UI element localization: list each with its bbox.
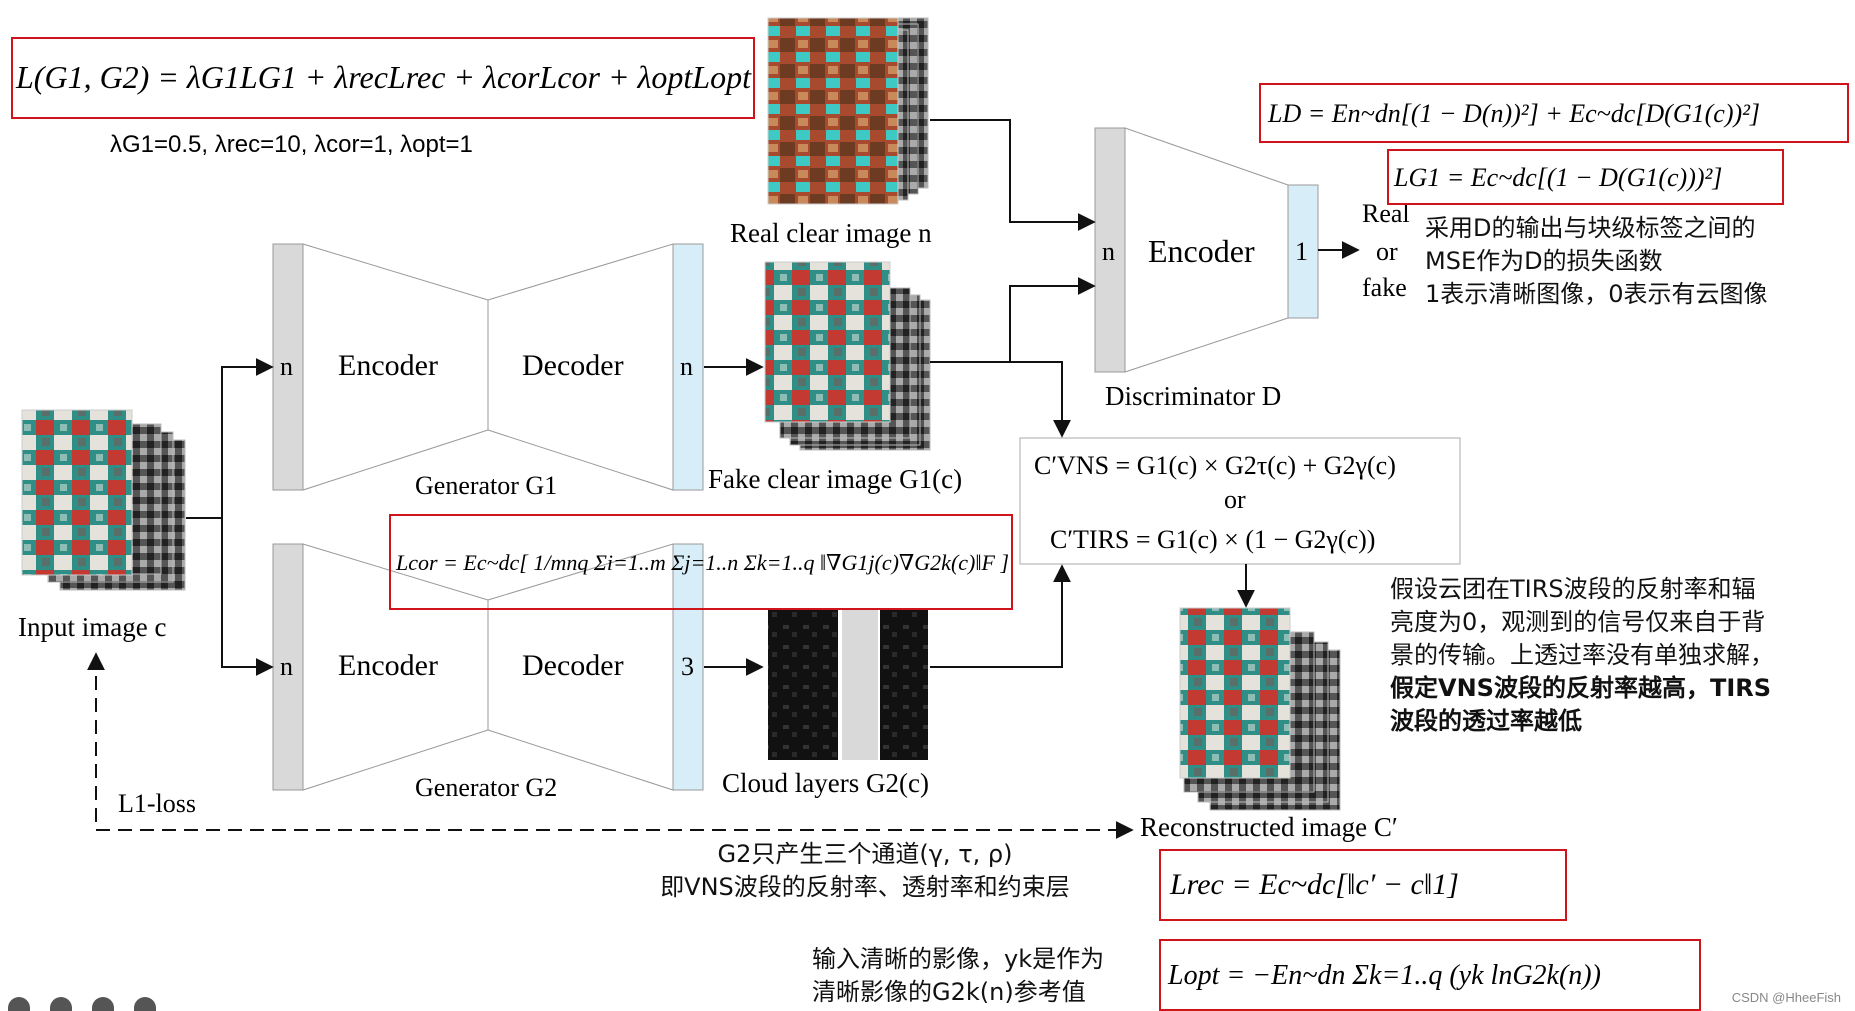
- reconstructed-image-label: Reconstructed image C′: [1140, 812, 1398, 842]
- g2-channels-note: G2只产生三个通道(γ, τ, ρ) 即VNS波段的反射率、透射率和约束层: [630, 838, 1100, 904]
- cloud-note-line-2: 亮度为0，观测到的信号仅来自于背: [1390, 608, 1766, 636]
- disc-input-label: n: [1102, 237, 1115, 266]
- recon-vns: C′VNS = G1(c) × G2τ(c) + G2γ(c): [1034, 451, 1396, 480]
- cloud-layers-stack: [768, 610, 928, 760]
- cloud-note-line-5: 波段的透过率越低: [1390, 707, 1582, 735]
- toolbar-icon: [50, 997, 72, 1011]
- total-loss-box: [11, 37, 755, 119]
- real-image-label: Real clear image n: [730, 218, 932, 248]
- g2-decoder-label: Decoder: [522, 649, 624, 682]
- lrec-formula: Lrec = Ec~dc[‖c′ − c‖1]: [1169, 868, 1459, 901]
- cloud-note-line-3: 景的传输。上透过率没有单独求解，: [1390, 641, 1774, 669]
- lopt-box: [1159, 939, 1701, 1011]
- arrow-fake-disc: [930, 277, 1096, 363]
- g1-encoder-label: Encoder: [338, 349, 438, 382]
- disc-output-fake: fake: [1362, 273, 1407, 302]
- l1-loss-label: L1-loss: [118, 789, 196, 818]
- disc-output-bar: [1287, 184, 1319, 319]
- g1-input-bar: [272, 243, 304, 491]
- disc-note-line-3: 1表示清晰图像，0表示有云图像: [1425, 280, 1768, 308]
- arrow-cloud-recon: [930, 564, 1071, 668]
- fake-image-label: Fake clear image G1(c): [708, 464, 962, 494]
- lg1-box: [1387, 149, 1784, 205]
- g1-title: Generator G1: [415, 471, 557, 500]
- watermark: CSDN @HheeFish: [1731, 990, 1841, 1005]
- cloud-assumption-note: 假设云团在TIRS波段的反射率和辐 亮度为0，观测到的信号仅来自于背 景的传输。…: [1390, 573, 1774, 738]
- g2-input-label: n: [280, 652, 293, 681]
- cloud-note-line-1: 假设云团在TIRS波段的反射率和辐: [1390, 575, 1756, 603]
- input-image-stack: [21, 409, 186, 591]
- g1-input-label: n: [280, 352, 293, 381]
- input-image-label: Input image c: [18, 612, 166, 642]
- opt-note-line-1: 输入清晰的影像，yk是作为: [812, 945, 1105, 973]
- cloud-layers-label: Cloud layers G2(c): [722, 768, 929, 798]
- disc-title: Discriminator D: [1105, 381, 1281, 411]
- ld-box: [1259, 83, 1849, 143]
- fake-clear-image-stack: [764, 261, 931, 451]
- toolbar-icon: [134, 997, 156, 1011]
- reconstruction-box: [1019, 437, 1461, 565]
- disc-note-line-1: 采用D的输出与块级标签之间的: [1425, 214, 1756, 242]
- recon-or: or: [1224, 485, 1246, 514]
- bottom-toolbar-icons: [8, 997, 156, 1011]
- real-clear-image-stack: [767, 17, 929, 205]
- disc-encoder-label: Encoder: [1148, 233, 1255, 269]
- disc-note-line-2: MSE作为D的损失函数: [1425, 247, 1663, 275]
- arrow-input-g2: [221, 518, 274, 676]
- discriminator: [1094, 127, 1319, 373]
- recon-tirs: C′TIRS = G1(c) × (1 − G2γ(c)): [1050, 525, 1375, 554]
- toolbar-icon: [92, 997, 114, 1011]
- reconstructed-image-stack: [1179, 607, 1341, 811]
- opt-reference-note: 输入清晰的影像，yk是作为 清晰影像的G2k(n)参考值: [812, 943, 1104, 1009]
- disc-output-label: 1: [1295, 237, 1308, 266]
- g2-output-label: 3: [681, 652, 694, 681]
- arrow-real-disc: [930, 119, 1096, 231]
- lcor-formula: Lcor = Ec~dc[ 1/mnq Σi=1..m Σj=1..n Σk=1…: [395, 550, 1009, 575]
- total-loss-formula: L(G1, G2) = λG1LG1 + λrecLrec + λcorLcor…: [15, 59, 752, 95]
- g2-note-line-1: G2只产生三个通道(γ, τ, ρ): [717, 840, 1013, 868]
- discriminator-note: 采用D的输出与块级标签之间的 MSE作为D的损失函数 1表示清晰图像，0表示有云…: [1425, 212, 1768, 311]
- arrow-fake-recon: [1010, 361, 1071, 438]
- g2-title: Generator G2: [415, 773, 557, 802]
- lopt-formula: Lopt = −En~dn Σk=1..q (yk lnG2k(n)): [1167, 960, 1601, 991]
- g2-encoder-label: Encoder: [338, 649, 438, 682]
- g1-output-bar: [672, 243, 704, 491]
- cloud-note-line-4: 假定VNS波段的反射率越高，TIRS: [1390, 674, 1772, 702]
- opt-note-line-2: 清晰影像的G2k(n)参考值: [812, 978, 1086, 1006]
- toolbar-icon: [8, 997, 30, 1011]
- disc-output-or: or: [1376, 237, 1398, 266]
- connectors: [87, 119, 1360, 839]
- g2-note-line-2: 即VNS波段的反射率、透射率和约束层: [660, 873, 1070, 901]
- loss-weights: λG1=0.5, λrec=10, λcor=1, λopt=1: [110, 131, 473, 158]
- ld-formula: LD = En~dn[(1 − D(n))²] + Ec~dc[D(G1(c))…: [1267, 99, 1760, 128]
- lg1-formula: LG1 = Ec~dc[(1 − D(G1(c)))²]: [1393, 163, 1722, 192]
- disc-input-bar: [1094, 127, 1126, 373]
- arrow-input-g1: [221, 358, 274, 518]
- generator-g1: [272, 243, 704, 491]
- l1-loss-dashed-path: [87, 652, 1134, 839]
- g1-decoder-label: Decoder: [522, 349, 624, 382]
- g1-output-label: n: [680, 352, 693, 381]
- lrec-box: [1159, 849, 1567, 921]
- lcor-box: [389, 514, 1013, 610]
